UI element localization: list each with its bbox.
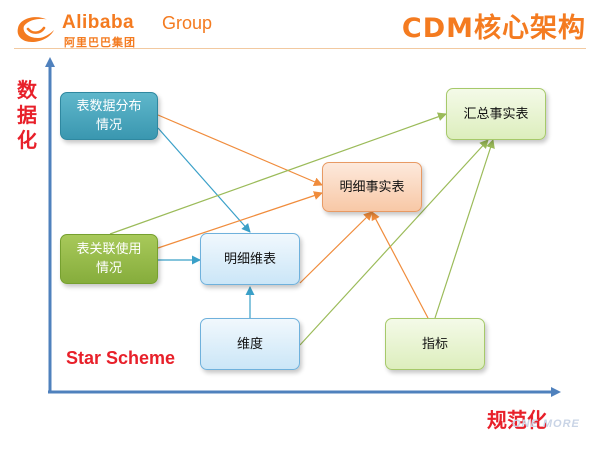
node-label-line: 表关联使用 [76,242,142,257]
logo-text-en: Alibaba [62,12,135,33]
node-detail-fact-table: 明细事实表 [322,162,422,212]
node-detail-dimension-table: 明细维表 [200,233,300,285]
star-scheme-caption: Star Scheme [66,348,176,368]
y-axis-label-char: 化 [17,128,37,152]
y-axis-label-char: 数 [17,78,37,102]
node-label: 表数据分布 情况 [76,97,141,135]
edge-dimension-to-summary-fact [299,139,489,346]
edge-detail-dim-to-detail-fact [299,211,373,284]
node-label: 汇总事实表 [463,106,529,122]
alibaba-logo: Alibaba Group 阿里巴巴集团 [14,8,224,50]
edge-distribution-to-detail-dim [157,127,251,233]
node-label: 指标 [421,336,448,352]
edge-metric-to-summary-fact [434,139,495,319]
edge-relation-to-summary-fact [109,112,447,235]
node-label: 表关联使用 情况 [76,240,141,278]
y-axis-label-char: 据 [17,103,37,127]
title-divider [14,48,586,49]
node-label-line: 表数据分布 [76,99,142,114]
node-label: 维度 [236,336,263,352]
logo-text-group: Group [162,13,213,33]
watermark: ONE MORE [512,418,580,430]
node-summary-fact-table: 汇总事实表 [446,88,546,140]
edge-relation-to-detail-fact [157,191,323,249]
y-axis-label: 数 据 化 [14,78,40,153]
slide-title: CDM核心架构 [401,13,586,44]
node-metric: 指标 [385,318,485,370]
node-label-line: 情况 [95,118,122,133]
node-label: 明细维表 [223,251,276,267]
alibaba-smile-icon [17,17,54,42]
node-table-relation: 表关联使用 情况 [60,234,158,284]
edge-distribution-to-detail-fact [157,114,323,186]
x-axis-label: 规范化 [487,408,547,432]
logo-text-cn: 阿里巴巴集团 [64,36,136,49]
node-label-line: 情况 [95,261,122,276]
node-label: 明细事实表 [339,179,405,195]
node-dimension: 维度 [200,318,300,370]
node-table-distribution: 表数据分布 情况 [60,92,158,140]
edge-metric-to-detail-fact [371,211,429,319]
